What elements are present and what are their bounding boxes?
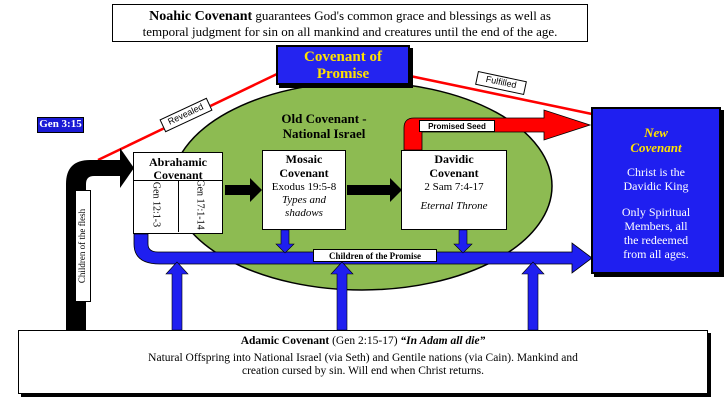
new-covenant-text1a: Christ is the [626,165,685,179]
abrahamic-line2: Covenant [153,168,203,182]
new-covenant-box: New Covenant Christ is the Davidic King … [591,107,721,274]
abrahamic-covenant-box: Abrahamic Covenant Gen 12:1-3 Gen 17:1-1… [133,152,223,234]
abrahamic-ref1: Gen 12:1-3 [150,181,162,228]
noahic-covenant-box: Noahic Covenant guarantees God's common … [112,4,588,42]
adamic-ref: (Gen 2:15-17) [332,335,398,347]
new-covenant-title1: New [644,125,668,140]
mosaic-to-davidic-arrow [347,178,402,202]
covenant-of-promise-box: Covenant of Promise [276,45,410,85]
mosaic-ref: Exodus 19:5-8 [271,181,337,193]
adamic-covenant-box: Adamic Covenant (Gen 2:15-17) “In Adam a… [18,330,708,394]
abrahamic-title: Abrahamic Covenant [134,153,222,182]
davidic-covenant-box: Davidic Covenant 2 Sam 7:4-17 Eternal Th… [401,150,507,230]
children-of-promise-label: Children of the Promise [313,249,437,262]
old-covenant-title: Old Covenant - National Israel [258,111,390,141]
adamic-up-arrow-middle [330,261,354,331]
noahic-text-line1: guarantees God's common grace and blessi… [255,8,551,23]
adamic-line2: creation cursed by sin. Will end when Ch… [241,365,485,377]
davidic-line2: Covenant [429,166,479,180]
adamic-title: Adamic Covenant [240,335,330,347]
new-covenant-text2b: Members, all [624,219,688,233]
promised-seed-label: Promised Seed [419,120,495,132]
new-covenant-text2c: the redeemed [623,233,689,247]
davidic-down-arrow [453,229,473,254]
fulfilled-line [409,74,593,116]
noahic-text-line2: temporal judgment for sin on all mankind… [142,24,558,39]
mosaic-down-arrow [275,229,295,254]
abrahamic-ref2: Gen 17:1-14 [194,179,206,230]
abrahamic-divider [178,181,179,232]
abrahamic-line1: Abrahamic [149,155,207,169]
mosaic-line1: Mosaic [285,152,323,166]
noahic-title: Noahic Covenant [149,9,253,24]
davidic-note: Eternal Throne [420,200,488,212]
adamic-up-arrow-left [165,261,189,331]
new-covenant-text1b: Davidic King [623,179,689,193]
promise-line1: Covenant of [304,49,382,65]
mosaic-line2: Covenant [279,166,329,180]
new-covenant-text2a: Only Spiritual [621,205,691,219]
mosaic-note2: shadows [285,207,323,219]
mosaic-covenant-box: Mosaic Covenant Exodus 19:5-8 Types and … [262,150,346,230]
old-covenant-line1: Old Covenant - [281,111,367,126]
old-covenant-line2: National Israel [282,126,366,141]
adamic-line1: Natural Offspring into National Israel (… [148,352,578,364]
adamic-quote: “In Adam all die” [400,335,486,347]
children-of-flesh-label: Children of the flesh [75,190,91,302]
mosaic-note1: Types and [281,194,327,206]
abrahamic-to-mosaic-arrow [225,178,262,202]
davidic-ref: 2 Sam 7:4-17 [424,181,484,193]
adamic-up-arrow-right [521,261,545,331]
davidic-line1: Davidic [434,152,474,166]
gen-3-15-label: Gen 3:15 [37,117,84,133]
new-covenant-text2d: from all ages. [623,247,689,261]
new-covenant-title2: Covenant [630,140,682,155]
promise-line2: Promise [316,66,370,82]
